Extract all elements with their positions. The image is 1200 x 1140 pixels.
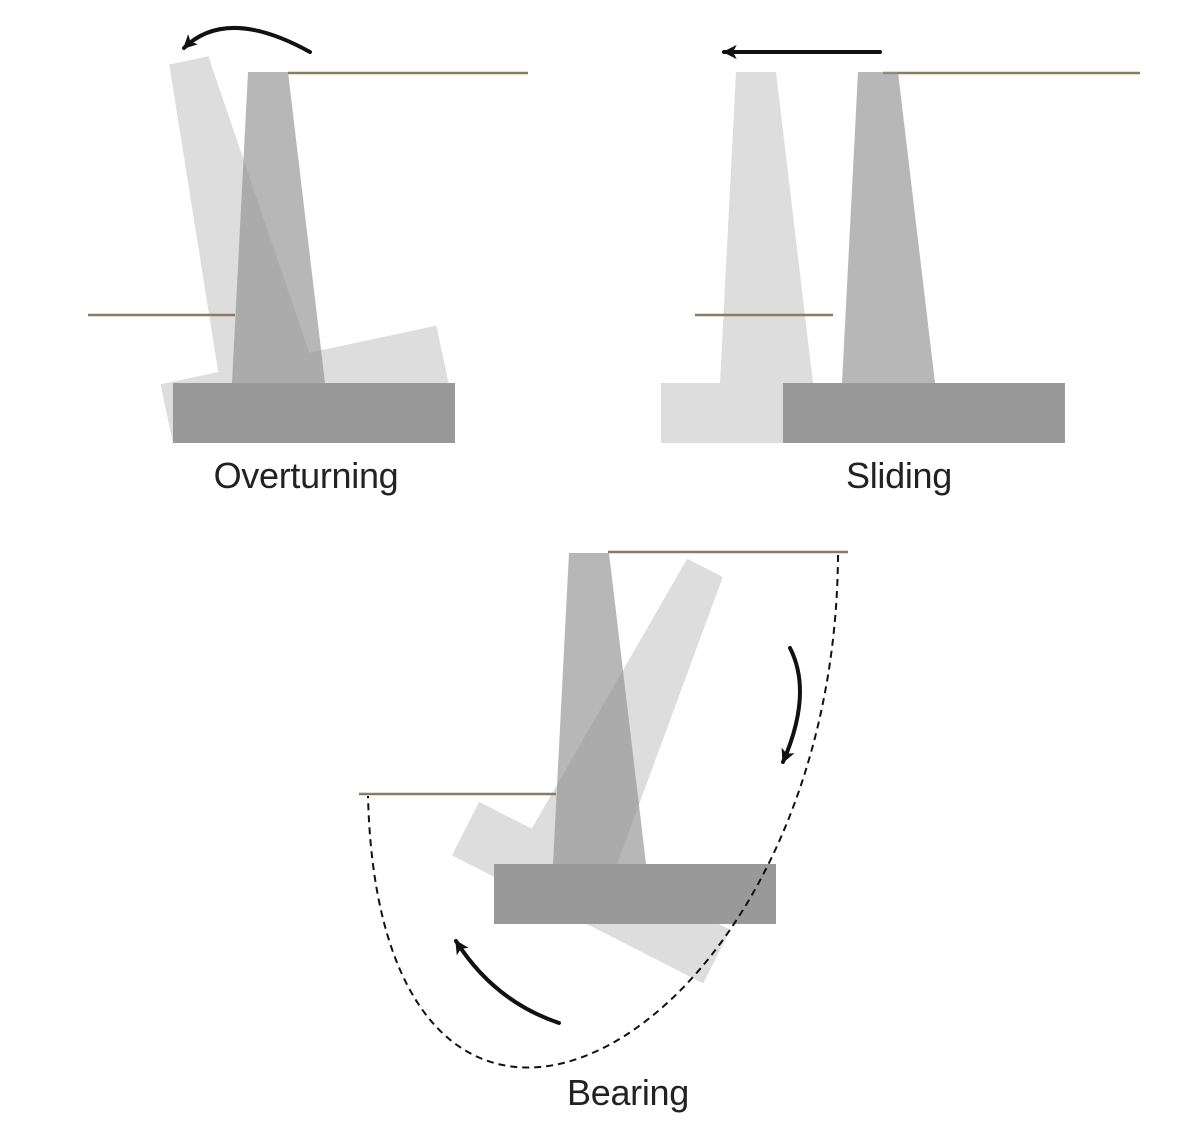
panel-sliding	[661, 45, 1140, 443]
sliding-ghost-stem	[720, 72, 813, 383]
curved-rotation-arrow-left-icon	[182, 25, 312, 54]
label-sliding: Sliding	[846, 455, 952, 496]
overturning-wall-stem	[232, 72, 325, 383]
curved-arrow-down-right-side-icon	[781, 646, 802, 764]
bearing-wall-base	[494, 864, 776, 924]
sliding-wall-base	[783, 383, 1065, 443]
dashed-slip-arc-icon	[367, 554, 839, 1069]
curved-arrow-up-left-side-icon	[454, 939, 561, 1025]
panel-bearing	[359, 550, 848, 1069]
overturning-wall-base	[173, 383, 455, 443]
panel-overturning	[88, 25, 528, 443]
sliding-wall-stem	[842, 72, 935, 383]
label-overturning: Overturning	[213, 455, 399, 496]
label-bearing: Bearing	[567, 1072, 689, 1113]
